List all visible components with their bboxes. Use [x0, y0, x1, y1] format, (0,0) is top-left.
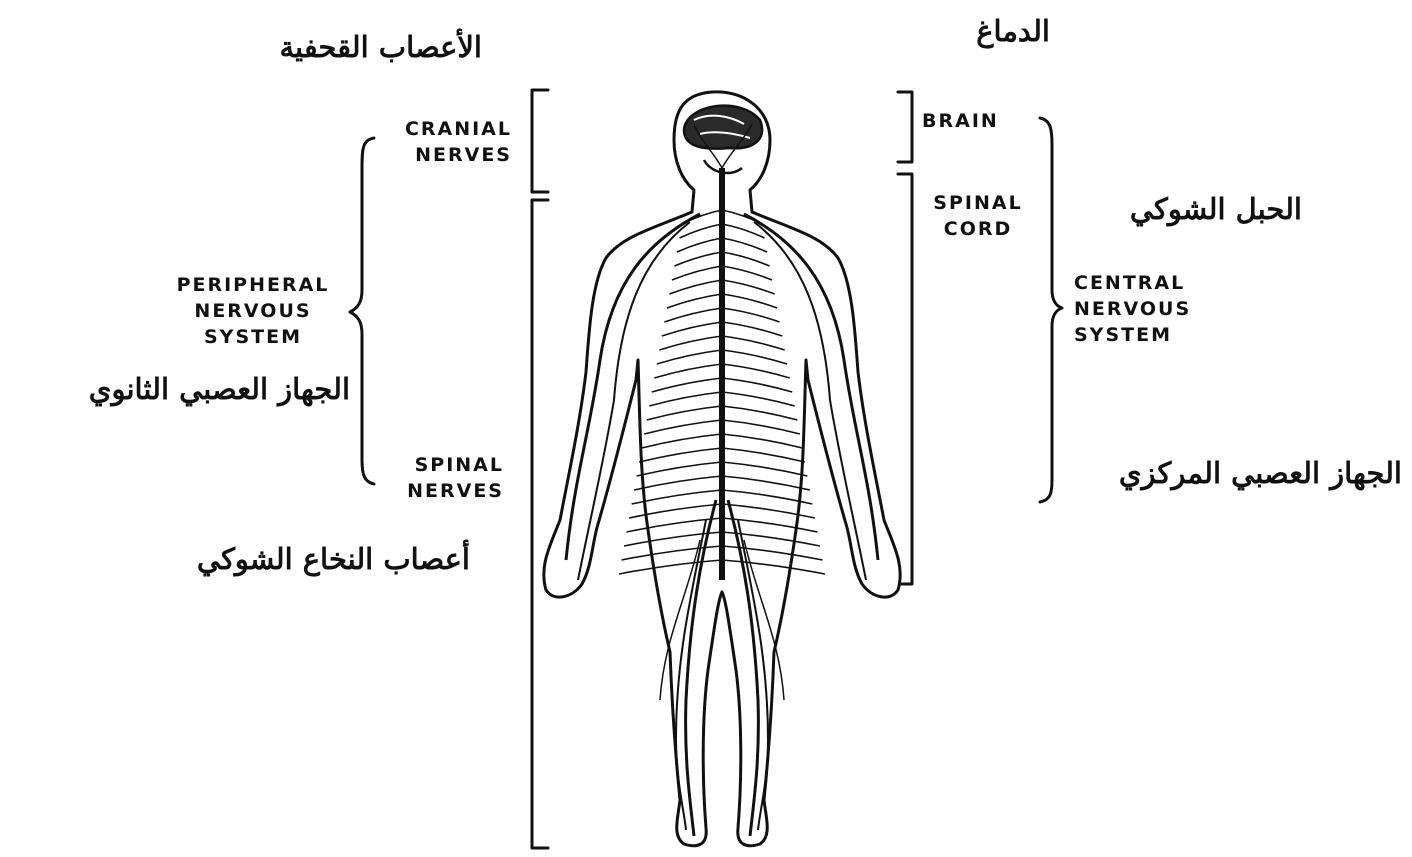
- label-spinal-nerves: SPINAL NERVES: [384, 452, 504, 504]
- label-line: BRAIN: [922, 108, 999, 134]
- bracket-spinal-cord: [898, 174, 912, 584]
- label-line: NERVOUS: [1074, 296, 1191, 322]
- label-cranial-nerves: CRANIAL NERVES: [384, 116, 512, 168]
- label-peripheral-nervous-system: PERIPHERAL NERVOUS SYSTEM: [160, 272, 346, 350]
- label-line: SPINAL: [384, 452, 504, 478]
- arabic-label-spinal-cord: الحبل الشوكي: [1130, 192, 1302, 226]
- bracket-spinal-nerves: [532, 200, 548, 848]
- brace-peripheral-nervous-system: [350, 138, 374, 484]
- label-line: SPINAL: [922, 190, 1034, 216]
- label-spinal-cord: SPINAL CORD: [922, 190, 1034, 242]
- label-line: NERVES: [384, 478, 504, 504]
- arabic-label-central-nervous-system: الجهاز العصبي المركزي: [1119, 456, 1402, 490]
- label-line: PERIPHERAL: [160, 272, 346, 298]
- bracket-brain: [898, 92, 912, 162]
- arabic-label-brain: الدماغ: [976, 14, 1050, 48]
- human-body-figure: [544, 92, 900, 846]
- label-line: CENTRAL: [1074, 270, 1191, 296]
- label-brain: BRAIN: [922, 108, 999, 134]
- label-line: SYSTEM: [1074, 322, 1191, 348]
- label-line: NERVES: [384, 142, 512, 168]
- label-line: NERVOUS: [160, 298, 346, 324]
- brace-central-nervous-system: [1040, 118, 1062, 502]
- label-line: CRANIAL: [384, 116, 512, 142]
- label-central-nervous-system: CENTRAL NERVOUS SYSTEM: [1074, 270, 1191, 348]
- arabic-label-spinal-nerves: أعصاب النخاع الشوكي: [197, 542, 470, 576]
- bracket-cranial-nerves: [532, 90, 548, 192]
- arabic-label-cranial-nerves: الأعصاب القحفية: [279, 30, 482, 64]
- label-line: CORD: [922, 216, 1034, 242]
- arabic-label-peripheral-nervous-system: الجهاز العصبي الثانوي: [89, 372, 350, 406]
- label-line: SYSTEM: [160, 324, 346, 350]
